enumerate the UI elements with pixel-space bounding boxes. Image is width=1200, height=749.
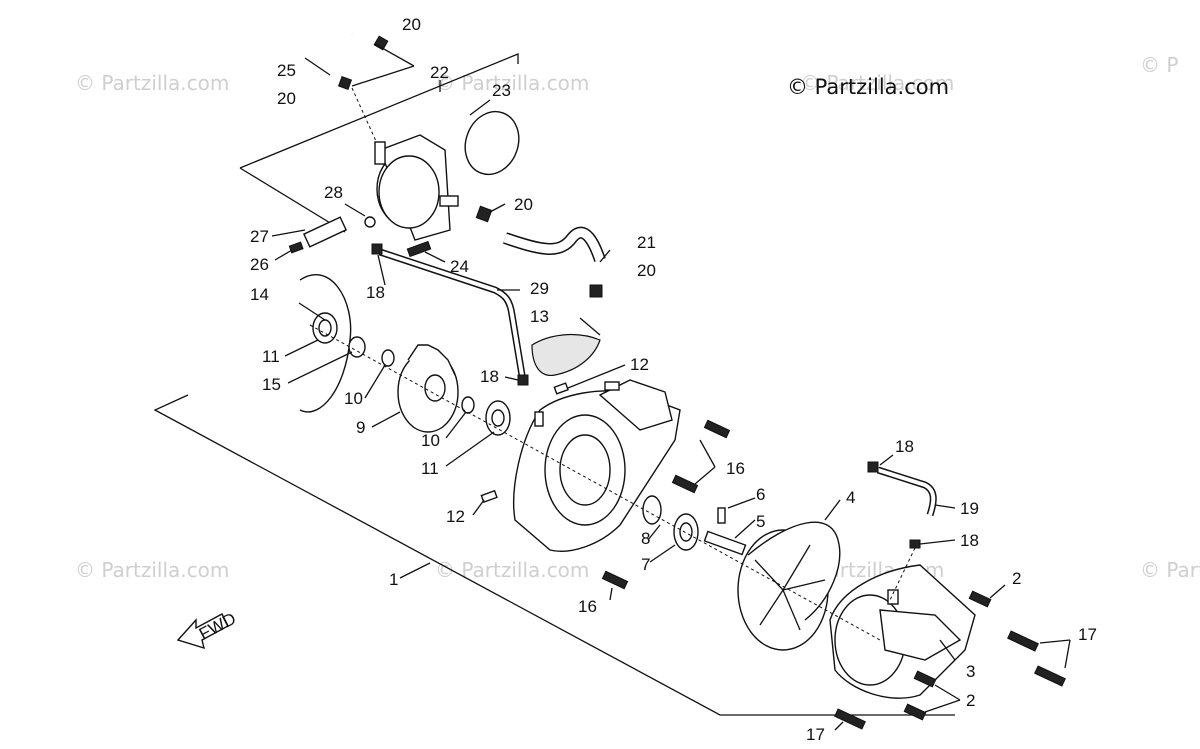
callout-12: 12 [630, 355, 649, 374]
callout-18: 18 [895, 437, 914, 456]
callout-28: 28 [324, 183, 343, 202]
leader [239, 167, 346, 233]
fitting [887, 589, 899, 605]
callout-16: 16 [578, 597, 597, 616]
clamp-18 [371, 243, 383, 255]
callout-19: 19 [960, 499, 979, 518]
callout-6: 6 [756, 485, 765, 504]
callout-20: 20 [637, 261, 656, 280]
leader [399, 562, 431, 579]
clamp-20 [337, 75, 353, 91]
callout-7: 7 [641, 555, 650, 574]
callout-27: 27 [250, 227, 269, 246]
callout-17: 17 [1078, 625, 1097, 644]
callout-20: 20 [402, 15, 421, 34]
tank-gasket-23 [464, 110, 520, 176]
watermark: © Partzilla.com [75, 558, 229, 582]
callout-14: 14 [250, 285, 269, 304]
dowel-12 [553, 382, 569, 395]
bolt-17 [1007, 630, 1039, 652]
clamp-20 [373, 35, 389, 51]
callout-22: 22 [430, 63, 449, 82]
assembly-bracket-22 [239, 53, 519, 169]
screw-26 [288, 241, 304, 254]
clamp-20 [589, 284, 603, 298]
callout-21: 21 [637, 233, 656, 252]
watermark: © Partzilla.com [75, 71, 229, 95]
callout-18: 18 [960, 531, 979, 550]
bolt-16 [703, 419, 731, 439]
callout-13: 13 [530, 307, 549, 326]
callout-2: 2 [966, 691, 975, 710]
shaft-5 [703, 530, 747, 556]
watermark: © P [1140, 53, 1178, 77]
callout-8: 8 [641, 529, 650, 548]
dowel-12 [480, 489, 498, 504]
callout-15: 15 [262, 375, 281, 394]
fitting [534, 411, 544, 427]
bolt-2 [903, 703, 927, 721]
o-ring-28 [364, 216, 376, 228]
bolt-17 [834, 708, 866, 730]
callout-20: 20 [514, 195, 533, 214]
callout-20: 20 [277, 89, 296, 108]
pin-6 [717, 507, 726, 524]
seal-13 [531, 334, 601, 376]
callout-10: 10 [421, 431, 440, 450]
seal-8 [642, 495, 662, 525]
callout-5: 5 [756, 512, 765, 531]
callout-16: 16 [726, 459, 745, 478]
brand-label: © Partzilla.com [787, 75, 949, 99]
bolt-17 [1034, 665, 1066, 687]
callout-9: 9 [356, 418, 365, 437]
fwd-arrow [176, 613, 229, 650]
watermark: © Partzilla.com [1140, 558, 1200, 582]
callout-12: 12 [446, 507, 465, 526]
fwd-label: FWD [196, 609, 239, 644]
screw-24 [406, 240, 432, 258]
callout-4: 4 [846, 488, 855, 507]
watermark: © Partzilla.com [435, 71, 589, 95]
fitting [604, 381, 620, 391]
callout-18: 18 [480, 367, 499, 386]
callout-29: 29 [530, 279, 549, 298]
callout-25: 25 [277, 61, 296, 80]
callout-10: 10 [344, 389, 363, 408]
watermark: © Partzilla.com [800, 71, 954, 95]
washer-10 [381, 349, 395, 367]
clamp-20 [475, 205, 493, 223]
callout-24: 24 [450, 257, 469, 276]
callout-11: 11 [421, 459, 439, 478]
callout-23: 23 [492, 81, 511, 100]
bolt-2 [913, 670, 937, 688]
callout-1: 1 [389, 570, 398, 589]
gear-teeth [407, 344, 456, 376]
fitting-27 [302, 216, 348, 248]
clamp-18 [517, 374, 529, 386]
clamp-18 [867, 461, 879, 473]
bolt-16 [601, 570, 629, 590]
clamp-18 [909, 539, 921, 549]
callout-2: 2 [1012, 569, 1021, 588]
callout-26: 26 [250, 255, 269, 274]
watermark: © Partzilla.com [435, 558, 589, 582]
callout-17: 17 [806, 725, 825, 744]
washer-10 [461, 396, 475, 414]
callout-3: 3 [966, 662, 975, 681]
bolt-2 [968, 590, 992, 608]
callout-11: 11 [262, 347, 280, 366]
bolt-16 [671, 474, 699, 494]
callout-18: 18 [366, 283, 385, 302]
